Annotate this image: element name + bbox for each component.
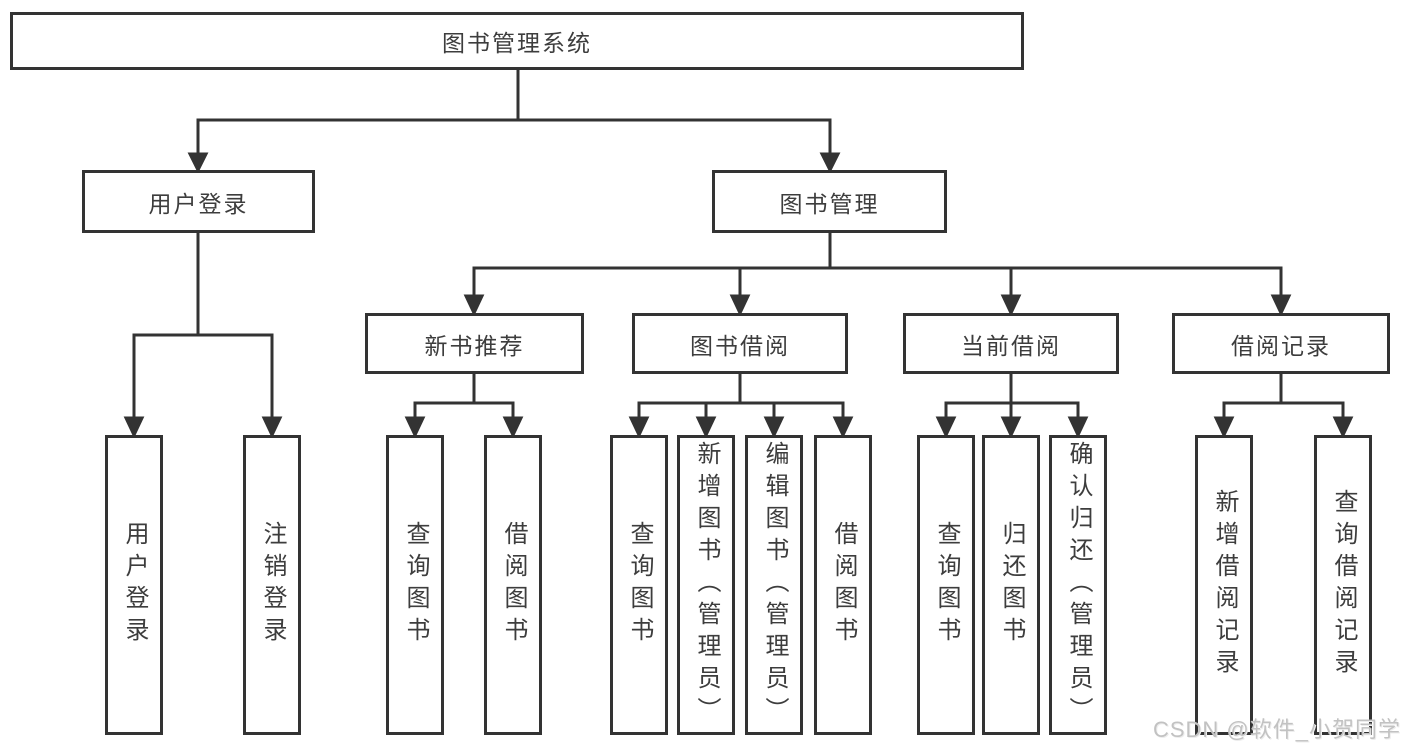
leaf-borrow-books-borrowing: 借阅图书 (814, 435, 872, 735)
leaf-borrow-books-recommend: 借阅图书 (484, 435, 542, 735)
leaf-label: 编辑图书（管理员） (761, 441, 788, 729)
leaf-label: 新增图书（管理员） (693, 441, 720, 729)
leaf-label: 确认归还（管理员） (1065, 441, 1092, 729)
leaf-return-books: 归还图书 (982, 435, 1040, 735)
leaf-user-login: 用户登录 (105, 435, 163, 735)
node-borrowing-records: 借阅记录 (1172, 313, 1390, 374)
leaf-label: 查询图书 (626, 521, 653, 649)
leaf-edit-books-admin: 编辑图书（管理员） (745, 435, 803, 735)
leaf-query-books-current: 查询图书 (917, 435, 975, 735)
leaf-logout: 注销登录 (243, 435, 301, 735)
leaf-confirm-return-admin: 确认归还（管理员） (1049, 435, 1107, 735)
leaf-label: 注销登录 (259, 521, 286, 649)
leaf-label: 查询借阅记录 (1330, 489, 1357, 681)
leaf-label: 借阅图书 (500, 521, 527, 649)
node-label: 用户登录 (148, 190, 249, 217)
node-user-login-branch: 用户登录 (82, 170, 315, 233)
node-library-management-system: 图书管理系统 (10, 12, 1024, 70)
node-label: 图书管理 (779, 190, 880, 217)
node-new-book-recommendation: 新书推荐 (365, 313, 584, 374)
node-label: 借阅记录 (1231, 332, 1331, 359)
leaf-query-books-borrowing: 查询图书 (610, 435, 668, 735)
leaf-label: 用户登录 (121, 521, 148, 649)
node-label: 图书管理系统 (442, 30, 592, 56)
leaf-label: 归还图书 (998, 521, 1025, 649)
leaf-add-books-admin: 新增图书（管理员） (677, 435, 735, 735)
node-current-borrowing: 当前借阅 (903, 313, 1119, 374)
leaf-label: 新增借阅记录 (1211, 489, 1238, 681)
node-label: 新书推荐 (424, 332, 525, 359)
csdn-watermark: CSDN @软件_小贺同学 (1152, 717, 1401, 742)
node-label: 当前借阅 (961, 332, 1061, 359)
leaf-label: 查询图书 (933, 521, 960, 649)
leaf-add-borrow-record: 新增借阅记录 (1195, 435, 1253, 735)
leaf-query-books-recommend: 查询图书 (386, 435, 444, 735)
node-book-management-branch: 图书管理 (712, 170, 947, 233)
leaf-label: 查询图书 (402, 521, 429, 649)
leaf-query-borrow-record: 查询借阅记录 (1314, 435, 1372, 735)
node-book-borrowing: 图书借阅 (632, 313, 848, 374)
leaf-label: 借阅图书 (830, 521, 857, 649)
node-label: 图书借阅 (690, 332, 790, 359)
